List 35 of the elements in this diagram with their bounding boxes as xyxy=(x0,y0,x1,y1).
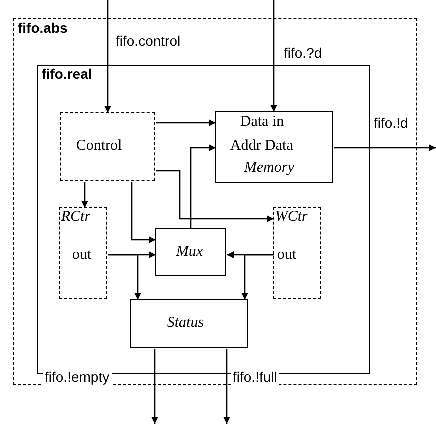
node-label: RCtr xyxy=(61,209,91,226)
arrow xyxy=(242,254,274,300)
memory-box xyxy=(215,111,334,184)
node-label: out xyxy=(72,247,92,264)
edge-label: fifo.control xyxy=(114,34,183,50)
arrow xyxy=(108,254,142,300)
arrow xyxy=(156,170,274,222)
arrow xyxy=(156,120,216,126)
node-label: Data in xyxy=(240,114,284,131)
node-label: WCtr xyxy=(275,209,308,226)
arrow xyxy=(131,182,156,244)
node-label: Status xyxy=(167,315,204,332)
region-label: fifo.real xyxy=(40,66,94,82)
region-label: fifo.abs xyxy=(16,21,70,36)
status-box xyxy=(130,299,248,348)
arrow xyxy=(190,144,216,229)
node-label: out xyxy=(277,247,297,264)
edge-label: fifo.!d xyxy=(372,116,410,132)
edge-label: fifo.?d xyxy=(282,46,324,62)
node-label: Memory xyxy=(244,160,294,177)
counter-box xyxy=(273,207,322,300)
edge-label: fifo.!empty xyxy=(43,370,112,386)
node-label: Mux xyxy=(176,244,204,261)
node-label: Control xyxy=(76,138,122,155)
process-box xyxy=(60,112,156,182)
edge-label: fifo.!full xyxy=(231,370,280,386)
arrow xyxy=(82,182,88,208)
arrow xyxy=(270,0,278,112)
node-label: Addr Data xyxy=(230,138,294,155)
arrow xyxy=(104,0,112,113)
arrow xyxy=(152,349,158,424)
counter-box xyxy=(59,207,108,300)
mux-box xyxy=(155,228,226,276)
arrow xyxy=(334,144,436,152)
arrow xyxy=(224,349,230,424)
